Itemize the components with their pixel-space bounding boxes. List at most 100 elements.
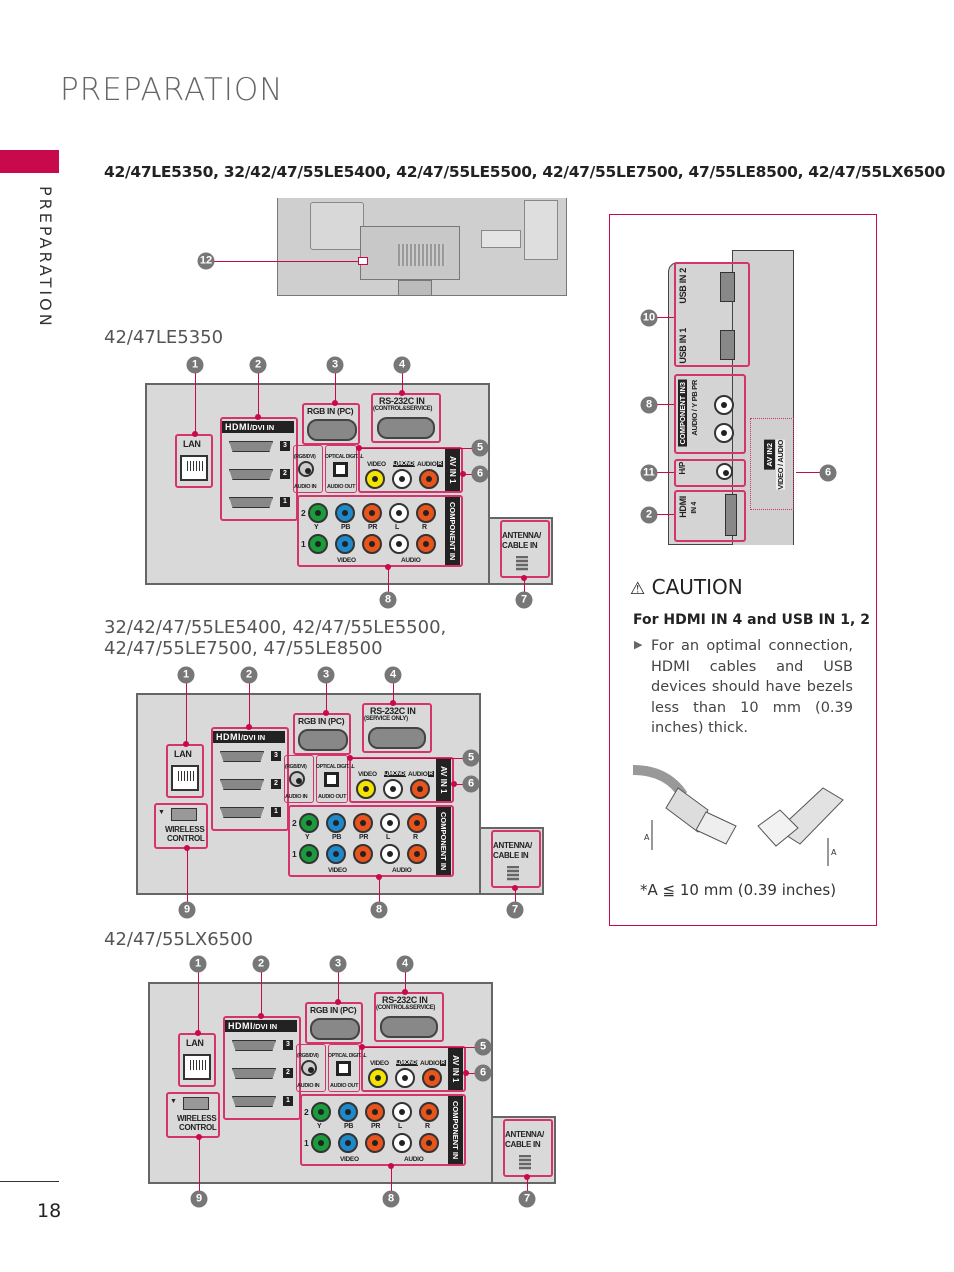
antenna-connector[interactable] bbox=[507, 866, 519, 881]
callout-9: 9 bbox=[190, 1190, 208, 1208]
av2-jack[interactable] bbox=[714, 423, 734, 443]
hdmi-port-1[interactable] bbox=[229, 497, 273, 508]
headphone-jack[interactable] bbox=[716, 463, 733, 480]
av-in1-jack[interactable] bbox=[395, 1068, 415, 1088]
rs232-port[interactable] bbox=[380, 1016, 438, 1038]
triangle-icon: ▼ bbox=[158, 809, 165, 816]
hdmi-port-1[interactable] bbox=[220, 807, 264, 818]
av-in1-jack[interactable] bbox=[419, 469, 439, 489]
component3-jack[interactable] bbox=[714, 395, 734, 415]
hdmi-port-2[interactable] bbox=[220, 779, 264, 790]
rgb-in-port[interactable] bbox=[310, 1018, 360, 1040]
component-jack[interactable] bbox=[326, 844, 346, 864]
antenna-connector[interactable] bbox=[516, 556, 528, 571]
component-jack[interactable] bbox=[362, 503, 382, 523]
component-jack[interactable] bbox=[365, 1102, 385, 1122]
component-jack[interactable] bbox=[362, 534, 382, 554]
callout-dot bbox=[258, 1013, 264, 1019]
callout-dot bbox=[451, 781, 457, 787]
lan-port[interactable] bbox=[171, 765, 199, 791]
audio-in-jack[interactable] bbox=[301, 1060, 317, 1076]
component-jack[interactable] bbox=[389, 534, 409, 554]
component-jack[interactable] bbox=[416, 503, 436, 523]
av-r-label: R bbox=[437, 461, 443, 467]
component-row-number: 1 bbox=[292, 849, 297, 859]
antenna-connector[interactable] bbox=[519, 1155, 531, 1170]
component-jack[interactable] bbox=[335, 503, 355, 523]
hdmi-port-2[interactable] bbox=[229, 469, 273, 480]
av-in1-jack[interactable] bbox=[356, 779, 376, 799]
component-in-label: COMPONENT IN bbox=[436, 807, 451, 875]
component-jack[interactable] bbox=[407, 844, 427, 864]
optical-port[interactable] bbox=[336, 1061, 351, 1076]
usb2-label: USB IN 2 bbox=[678, 268, 688, 304]
component-jack[interactable] bbox=[353, 813, 373, 833]
usb1-label: USB IN 1 bbox=[678, 328, 688, 364]
component-jack[interactable] bbox=[311, 1133, 331, 1153]
cable-bezel-illustration: A A bbox=[632, 765, 844, 866]
rs232-port[interactable] bbox=[377, 417, 435, 439]
hdmi4-label: IN 4 bbox=[691, 502, 698, 514]
av-in1-jack[interactable] bbox=[383, 779, 403, 799]
component-jack[interactable] bbox=[299, 844, 319, 864]
hdmi-port-3[interactable] bbox=[232, 1040, 276, 1051]
optical-port[interactable] bbox=[333, 462, 348, 477]
av-in1-jack[interactable] bbox=[422, 1068, 442, 1088]
av-in1-jack[interactable] bbox=[365, 469, 385, 489]
antenna-label: ANTENNA/ bbox=[502, 531, 541, 540]
callout-7: 7 bbox=[518, 1190, 536, 1208]
av-in1-jack[interactable] bbox=[368, 1068, 388, 1088]
wireless-port[interactable] bbox=[171, 808, 197, 821]
hdmi-port-2[interactable] bbox=[232, 1068, 276, 1079]
component-jack[interactable] bbox=[353, 844, 373, 864]
lan-port[interactable] bbox=[180, 455, 208, 481]
hdmi-port-3[interactable] bbox=[229, 441, 273, 452]
component-jack[interactable] bbox=[389, 503, 409, 523]
lan-port[interactable] bbox=[183, 1054, 211, 1080]
component-jack[interactable] bbox=[416, 534, 436, 554]
callout-dot bbox=[463, 1070, 469, 1076]
component-jack[interactable] bbox=[407, 813, 427, 833]
component-jack[interactable] bbox=[338, 1102, 358, 1122]
hdmi4-port[interactable] bbox=[725, 494, 737, 536]
callout-dot bbox=[399, 390, 405, 396]
av-audio-label: AUDIO bbox=[408, 771, 428, 778]
rgb-in-port[interactable] bbox=[298, 729, 348, 751]
component-jack[interactable] bbox=[365, 1133, 385, 1153]
usb-port-2[interactable] bbox=[720, 272, 735, 302]
audio-in-jack[interactable] bbox=[289, 771, 305, 787]
optical-port[interactable] bbox=[324, 772, 339, 787]
hdmi-port-1[interactable] bbox=[232, 1096, 276, 1107]
component-jack[interactable] bbox=[326, 813, 346, 833]
av-in1-jack[interactable] bbox=[392, 469, 412, 489]
rs232-port[interactable] bbox=[368, 727, 426, 749]
component-jack[interactable] bbox=[380, 813, 400, 833]
component-jack[interactable] bbox=[299, 813, 319, 833]
component-jack[interactable] bbox=[308, 534, 328, 554]
hdmi-header: HDMI/DVI IN bbox=[213, 731, 285, 743]
component-jack[interactable] bbox=[380, 844, 400, 864]
component-jack[interactable] bbox=[419, 1102, 439, 1122]
component-video-footer: VIDEO bbox=[328, 867, 347, 874]
component-jack[interactable] bbox=[311, 1102, 331, 1122]
hdmi-port-3[interactable] bbox=[220, 751, 264, 762]
component-jack[interactable] bbox=[338, 1133, 358, 1153]
component-jack[interactable] bbox=[335, 534, 355, 554]
component-jack[interactable] bbox=[392, 1133, 412, 1153]
rs232-group bbox=[371, 393, 441, 443]
rgb-in-port[interactable] bbox=[307, 419, 357, 441]
component-jack[interactable] bbox=[392, 1102, 412, 1122]
page-number: 18 bbox=[37, 1200, 62, 1222]
av-in1-jack[interactable] bbox=[410, 779, 430, 799]
audio-in-jack[interactable] bbox=[298, 461, 314, 477]
component-jack[interactable] bbox=[419, 1133, 439, 1153]
usb-port-1[interactable] bbox=[720, 330, 735, 360]
callout-dot bbox=[184, 845, 190, 851]
callout-12: 12 bbox=[197, 252, 215, 270]
callout-dot bbox=[376, 874, 382, 880]
audio-in-label: AUDIO IN bbox=[285, 794, 308, 800]
wireless-port[interactable] bbox=[183, 1097, 209, 1110]
audio-in-label: AUDIO IN bbox=[294, 484, 317, 490]
tv-rear-view bbox=[277, 198, 567, 296]
component-jack[interactable] bbox=[308, 503, 328, 523]
